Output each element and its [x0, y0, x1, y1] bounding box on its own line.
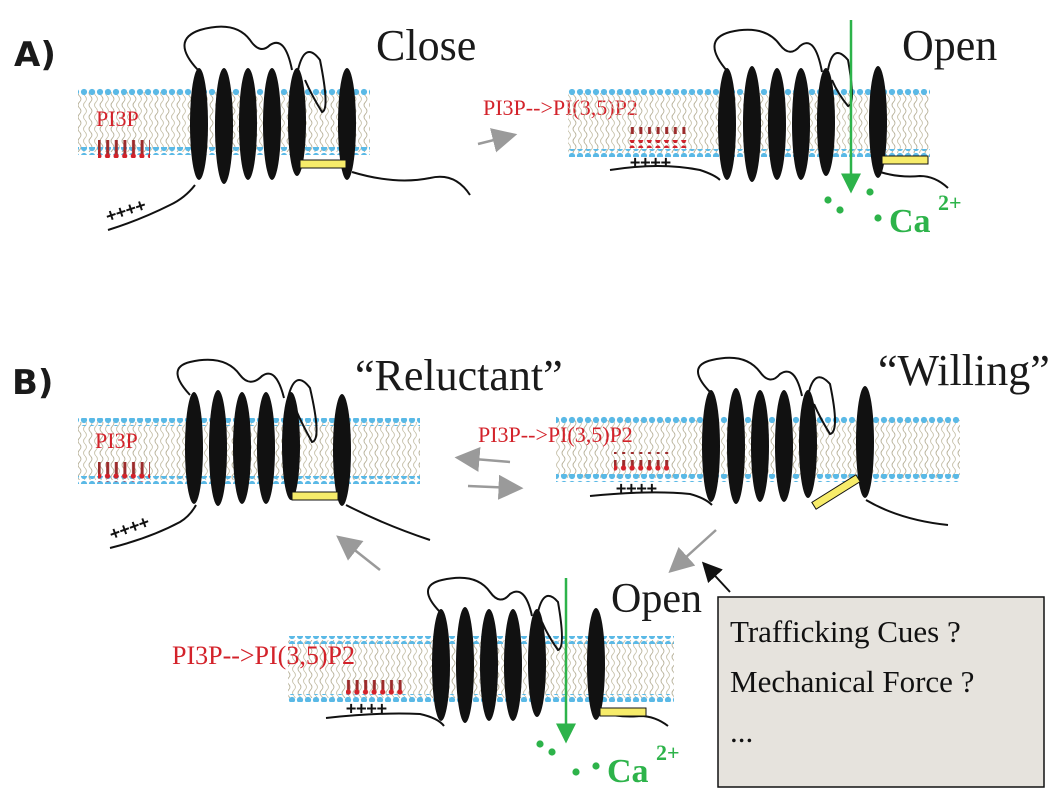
activation-arrow [668, 529, 717, 574]
lipid-label: PI3P [95, 428, 138, 453]
lipid-label: PI3P [96, 106, 139, 131]
basic-residues: ++++ [616, 479, 657, 499]
channel-protein [109, 358, 431, 549]
calcium-charge: 2+ [656, 740, 680, 765]
basic-residues: ++++ [103, 195, 148, 227]
question-trafficking-cues: Trafficking Cues ? [730, 614, 961, 649]
open-channel: PI3P-->PI(3,5)P2 ++++ Ca 2+ Open [172, 576, 702, 790]
panel-a-closed-channel: PI3P ++++ Close [78, 21, 476, 231]
panel-a-open-channel: ++++ Ca 2+ Open [568, 20, 997, 240]
gate-anchor [299, 159, 347, 169]
reverse-arrow [454, 446, 511, 472]
helix-s5 [817, 68, 835, 176]
calcium-ions [824, 188, 882, 222]
gate-anchor [599, 707, 647, 717]
calcium-label: Ca [607, 753, 649, 790]
pip2-lipid-cluster [627, 127, 687, 148]
panel-b-label: B) [12, 363, 53, 403]
reluctant-channel: PI3P ++++ “Reluctant” [78, 351, 563, 549]
helix-s1 [190, 68, 208, 180]
open-state-label: Open [902, 21, 997, 70]
calcium-label: Ca [889, 203, 931, 240]
regulation-question-box: Trafficking Cues ? Mechanical Force ? ..… [717, 596, 1045, 788]
open-state-label: Open [611, 576, 702, 622]
channel-protein [325, 576, 669, 727]
helix-s3 [768, 68, 786, 180]
helix-s1 [718, 68, 736, 180]
helix-s2 [215, 68, 233, 184]
helix-s4 [263, 68, 281, 180]
question-ellipsis: ... [730, 714, 753, 749]
helix-s5 [288, 68, 306, 176]
channel-protein [107, 25, 471, 231]
helix-s4 [792, 68, 810, 180]
basic-residues: ++++ [107, 512, 152, 545]
gate-anchor [291, 491, 339, 501]
panel-a-label: A) [14, 35, 56, 75]
calcium-charge: 2+ [938, 190, 962, 215]
willing-state-label: “Willing” [878, 346, 1050, 395]
lipid-conversion-label: PI3P-->PI(3,5)P2 [478, 422, 633, 447]
gate-anchor [881, 155, 929, 165]
lipid-conversion-label: PI3P-->PI(3,5)P2 [172, 641, 355, 670]
helix-s6 [869, 66, 887, 178]
question-mechanical-force: Mechanical Force ? [730, 664, 974, 699]
pi3p-lipid-cluster [98, 138, 150, 158]
return-arrow [336, 535, 381, 571]
pi3p-lipid-cluster [98, 462, 150, 482]
basic-residues: ++++ [346, 699, 387, 719]
calcium-ions [536, 740, 600, 776]
channel-protein [609, 28, 949, 189]
willing-channel: PI3P-->PI(3,5)P2 ++++ “Willing” [478, 346, 1050, 526]
helix-s3 [239, 68, 257, 180]
forward-arrow [467, 474, 524, 500]
pip2-lipid-cluster [614, 452, 672, 472]
basic-residues: ++++ [630, 153, 671, 173]
closed-state-label: Close [376, 21, 476, 70]
transition-arrow [477, 128, 518, 153]
reluctant-state-label: “Reluctant” [355, 351, 563, 400]
gate-anchor [811, 474, 861, 510]
channel-protein [589, 356, 949, 526]
helix-s2 [743, 66, 761, 182]
stimulus-arrow [701, 561, 731, 593]
helix-s6 [338, 68, 356, 180]
question-box-frame [717, 596, 1045, 788]
pip2-lipid-cluster [346, 676, 404, 696]
